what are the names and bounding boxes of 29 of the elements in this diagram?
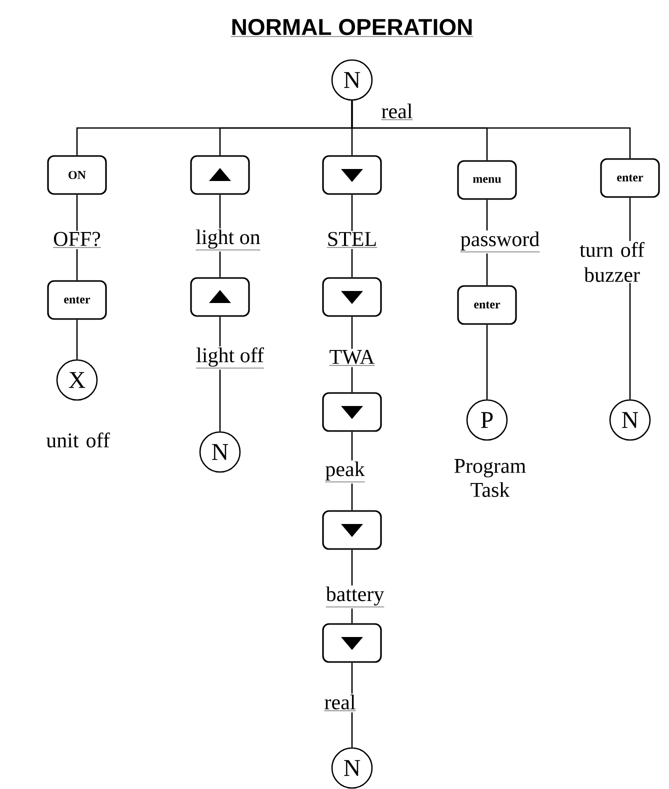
edge-label: light off	[195, 346, 265, 370]
arrow-key-button	[322, 392, 382, 432]
arrow-key-button	[190, 155, 250, 195]
edge-label: peak	[324, 460, 366, 484]
key-button: enter	[457, 285, 517, 325]
key-button: enter	[47, 280, 107, 320]
edge-label: light on	[194, 228, 262, 252]
arrow-key-button	[190, 277, 250, 317]
edge-label: TWA	[328, 348, 376, 368]
state-caption: unit off	[46, 432, 110, 448]
edge-label: battery	[324, 585, 386, 609]
key-button: menu	[457, 160, 517, 200]
edge-label: password	[459, 230, 541, 254]
edge-label: OFF?	[52, 230, 102, 250]
connector-line	[486, 324, 488, 400]
arrow-key-button	[322, 623, 382, 663]
key-button: ON	[47, 155, 107, 195]
edge-label: real	[323, 694, 357, 712]
edge-label: STEL	[326, 230, 378, 250]
state-caption: Program Task	[454, 459, 526, 497]
arrow-key-button	[322, 155, 382, 195]
edge-label: turn off buzzer	[564, 241, 660, 283]
connector-line	[76, 320, 78, 360]
arrow-key-button	[322, 510, 382, 550]
arrow-key-button	[322, 277, 382, 317]
key-button: enter	[600, 158, 660, 198]
edge-label: real	[380, 102, 414, 122]
connector-line	[351, 100, 631, 158]
title: NORMAL OPERATION	[230, 18, 474, 37]
